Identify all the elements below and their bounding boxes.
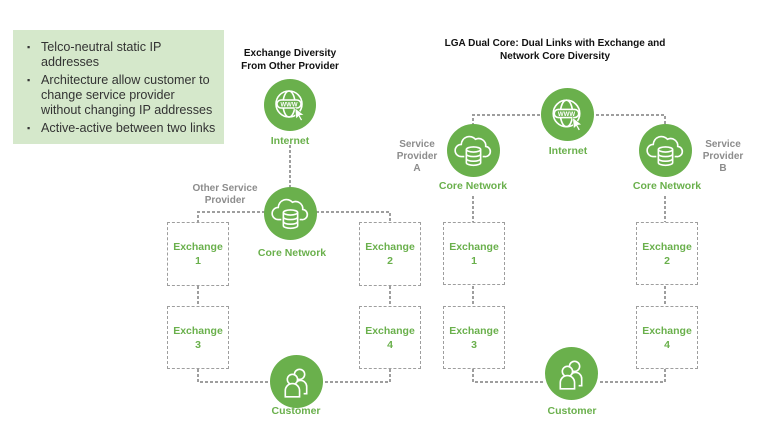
exchange-1-right[interactable]: Exchange 1	[443, 222, 505, 285]
internet-label-right: Internet	[548, 145, 588, 157]
exchange-2-left[interactable]: Exchange 2	[359, 222, 421, 286]
svg-text:WWW: WWW	[558, 111, 576, 118]
exchange-3-left[interactable]: Exchange 3	[167, 306, 229, 369]
connector-ex4-customer	[322, 369, 391, 383]
other-provider-label: Other Service Provider	[192, 183, 258, 206]
connector-ex3-customer-right	[472, 369, 545, 383]
connector-core-ex1	[197, 211, 265, 222]
exchange-4-right[interactable]: Exchange 4	[636, 306, 698, 369]
connector-internet-coreB	[596, 114, 666, 125]
internet-node-left[interactable]: WWW	[264, 79, 316, 131]
globe-www-icon: WWW	[552, 99, 583, 132]
core-network-a-label: Core Network	[438, 180, 508, 192]
users-icon	[284, 368, 308, 398]
connector-internet-coreA	[472, 114, 540, 125]
customer-node-left[interactable]	[270, 355, 323, 408]
internet-label-left: Internet	[270, 135, 310, 147]
exchange-2-right[interactable]: Exchange 2	[636, 222, 698, 285]
exchange-3-right[interactable]: Exchange 3	[443, 306, 505, 369]
internet-node-right[interactable]: WWW	[541, 88, 594, 141]
core-network-b-node[interactable]	[639, 124, 692, 177]
connector-ex4-customer-right	[598, 369, 666, 383]
globe-www-icon: WWW	[275, 90, 305, 122]
connector-ex3-customer	[197, 369, 268, 383]
core-network-a-node[interactable]	[447, 124, 500, 177]
exchange-1-left[interactable]: Exchange 1	[167, 222, 229, 286]
note-item: ▪Telco-neutral static IP addresses	[27, 40, 162, 69]
customer-label-right: Customer	[547, 405, 597, 417]
connector-core-ex2	[316, 211, 391, 222]
core-network-label-left: Core Network	[257, 247, 327, 259]
left-diagram-title: Exchange Diversity From Other Provider	[241, 48, 339, 72]
core-network-node-left[interactable]	[264, 187, 317, 240]
cloud-database-icon	[646, 135, 684, 167]
right-diagram-title: LGA Dual Core: Dual Links with Exchange …	[444, 38, 666, 62]
svg-text:WWW: WWW	[281, 103, 298, 109]
customer-label-left: Customer	[271, 405, 321, 417]
note-item: ▪Architecture allow customer to change s…	[27, 73, 213, 117]
service-provider-a-label: Service Provider A	[396, 139, 438, 174]
users-icon	[559, 360, 583, 390]
cloud-database-icon	[454, 135, 492, 167]
cloud-database-icon	[271, 198, 309, 230]
feature-notes: ▪Telco-neutral static IP addresses ▪Arch…	[13, 30, 224, 144]
note-item: ▪Active-active between two links	[27, 121, 216, 135]
exchange-4-left[interactable]: Exchange 4	[359, 306, 421, 369]
customer-node-right[interactable]	[545, 347, 598, 400]
core-network-b-label: Core Network	[632, 180, 702, 192]
service-provider-b-label: Service Provider B	[702, 139, 744, 174]
